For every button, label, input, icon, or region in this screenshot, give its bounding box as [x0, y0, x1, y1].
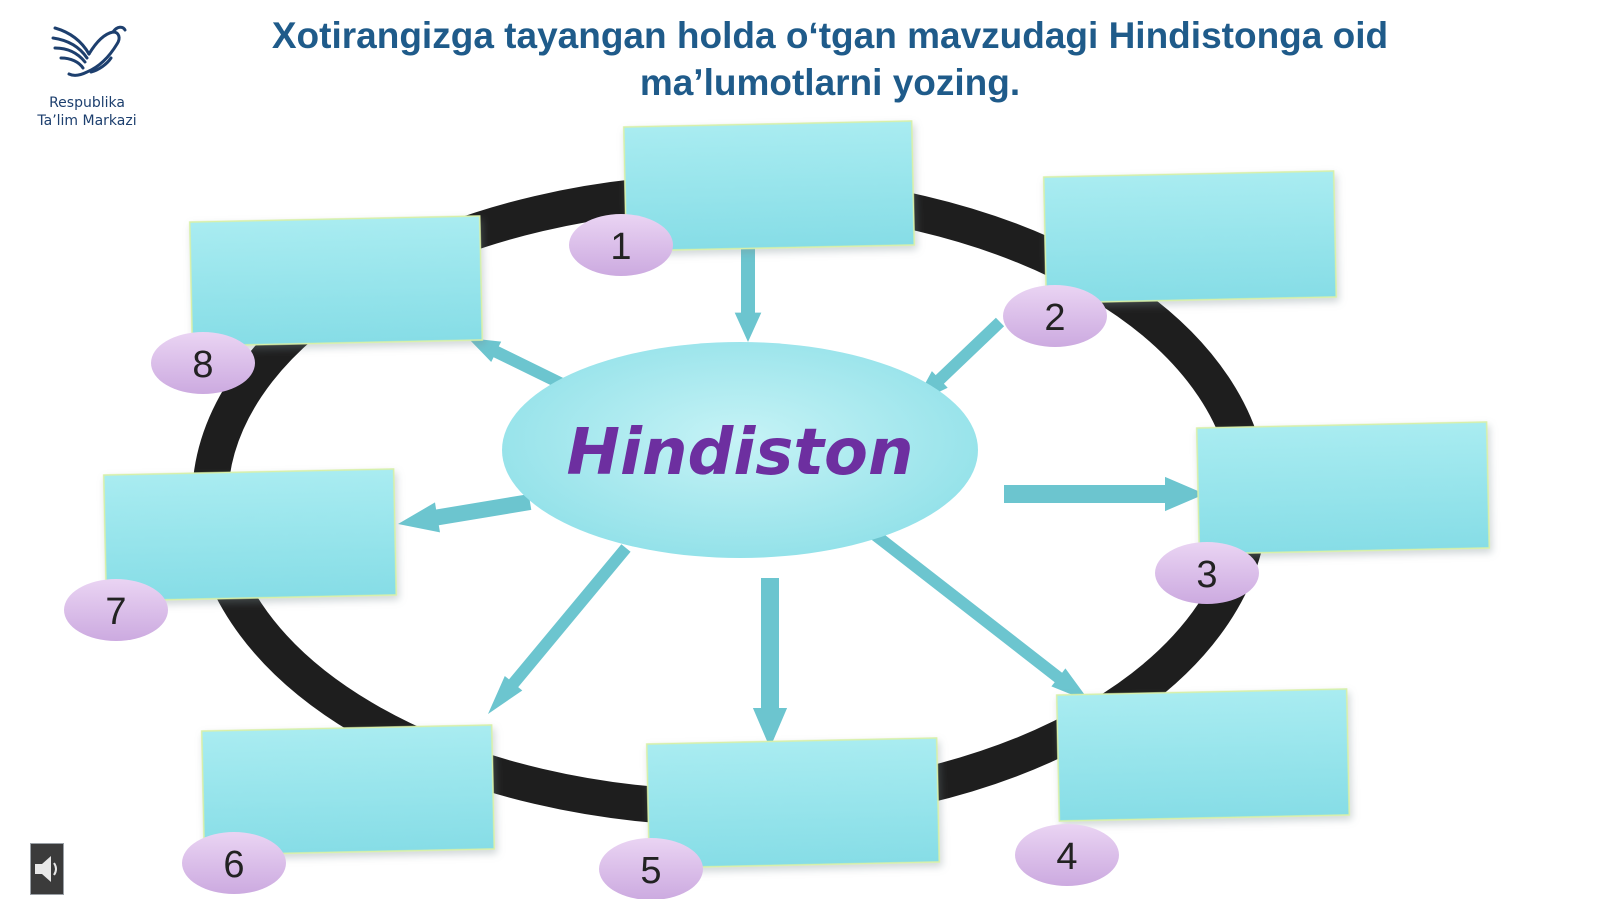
logo: Respublika Ta’lim Markazi	[22, 14, 152, 144]
center-label: Hindiston	[566, 416, 913, 490]
arrow-6	[488, 544, 631, 714]
badge-1: 1	[569, 214, 673, 276]
node-box-5[interactable]	[645, 737, 941, 869]
badge-number-3: 3	[1196, 554, 1217, 596]
badge-number-6: 6	[223, 844, 244, 886]
node-box-2[interactable]	[1042, 170, 1338, 304]
speaker-icon	[35, 856, 57, 882]
badge-4: 4	[1015, 824, 1119, 886]
org-name: Respublika Ta’lim Markazi	[22, 94, 152, 130]
badge-7: 7	[64, 579, 168, 641]
node-box-3[interactable]	[1195, 421, 1491, 555]
arrow-5	[752, 578, 788, 748]
badge-number-2: 2	[1044, 297, 1065, 339]
node-box-8[interactable]	[188, 215, 484, 347]
arrow-2	[914, 317, 1005, 404]
badge-number-4: 4	[1056, 836, 1077, 878]
badge-number-7: 7	[105, 591, 126, 633]
arrow-8	[468, 338, 565, 390]
arrow-3	[1004, 476, 1205, 512]
org-line-2: Ta’lim Markazi	[37, 113, 137, 129]
badge-2: 2	[1003, 285, 1107, 347]
page-title: Xotirangizga tayangan holda o‘tgan mavzu…	[210, 12, 1450, 106]
arrows	[398, 244, 1205, 748]
arrow-4	[870, 529, 1090, 702]
badge-number-5: 5	[640, 850, 661, 892]
arrow-7	[398, 494, 532, 533]
title-line-1: Xotirangizga tayangan holda o‘tgan mavzu…	[271, 15, 1389, 56]
dove-icon	[51, 25, 127, 77]
badge-6: 6	[182, 832, 286, 894]
badge-3: 3	[1155, 542, 1259, 604]
org-line-1: Respublika	[49, 95, 125, 111]
audio-button[interactable]	[30, 843, 64, 895]
center-ellipse	[502, 342, 978, 558]
badge-number-8: 8	[192, 344, 213, 386]
node-box-1[interactable]	[622, 120, 916, 252]
title-line-2: ma’lumotlarni yozing.	[639, 62, 1021, 103]
node-box-6[interactable]	[200, 724, 496, 856]
badge-5: 5	[599, 838, 703, 899]
badge-number-1: 1	[610, 226, 631, 268]
badge-8: 8	[151, 332, 255, 394]
arrow-1	[734, 244, 762, 342]
node-box-7[interactable]	[102, 468, 398, 602]
node-box-4[interactable]	[1055, 688, 1351, 822]
